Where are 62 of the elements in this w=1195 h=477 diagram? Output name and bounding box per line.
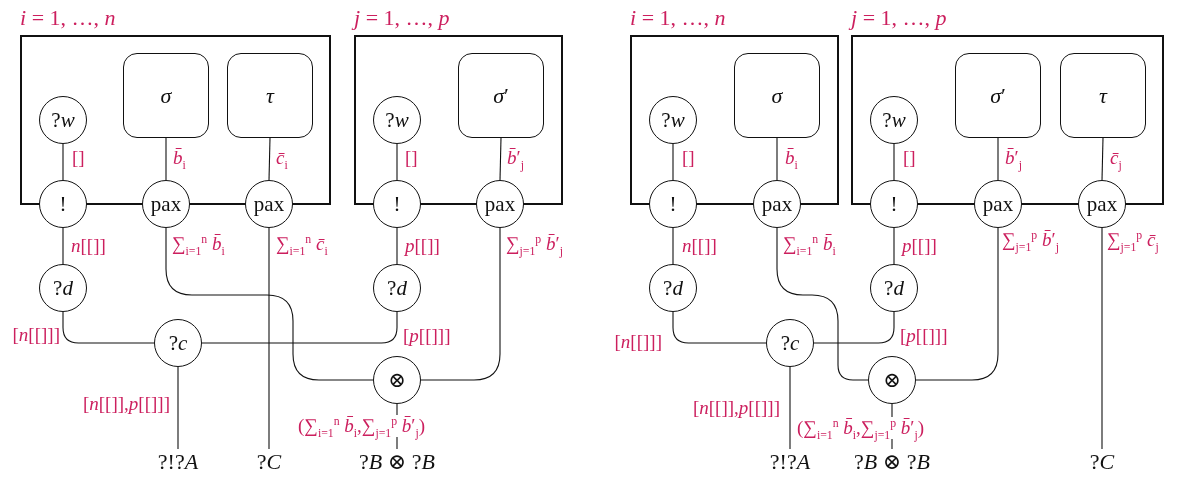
connector-line [177, 366, 179, 450]
connector-line [499, 137, 502, 181]
connector-line [672, 311, 767, 344]
circle-node: pax [974, 180, 1022, 228]
circle-node: ?w [39, 96, 87, 144]
connector-line [1101, 137, 1104, 181]
connector-line [62, 227, 64, 265]
edge-label: b̄$_{i}$ [785, 147, 798, 169]
connector-line [997, 137, 999, 181]
connector-line [915, 227, 999, 381]
rounded-box: σ′ [458, 53, 544, 138]
circle-node: ?d [373, 264, 421, 312]
formula-label: ?C [1042, 449, 1162, 475]
circle-node: pax [476, 180, 524, 228]
rounded-box: σ′ [955, 53, 1041, 138]
connector-line [672, 227, 674, 265]
connector-line [789, 366, 791, 450]
edge-label: ∑$_{i=1}$$^{n}$ b̄$_{i}$ [783, 233, 836, 255]
circle-node: pax [142, 180, 190, 228]
rounded-box: σ [123, 53, 209, 138]
circle-node: ?w [373, 96, 421, 144]
connector-line [893, 143, 895, 181]
connector-line [672, 143, 674, 181]
connector-line [776, 137, 778, 181]
circle-node: ?c [766, 319, 814, 367]
circle-node: ! [649, 180, 697, 228]
connector-line [268, 227, 270, 450]
connector-line [420, 227, 501, 381]
rounded-box: τ [1060, 53, 1146, 138]
circle-node: ?w [870, 96, 918, 144]
connector-line [396, 143, 398, 181]
rounded-box: σ [734, 53, 820, 138]
circle-node: ?w [649, 96, 697, 144]
connector-line [268, 137, 271, 181]
connector-line [62, 143, 64, 181]
connector-line [1101, 227, 1103, 450]
edge-label: ∑$_{i=1}$$^{n}$ b̄$_{i}$ [172, 233, 225, 255]
circle-node: ?d [870, 264, 918, 312]
circle-node: ⊗ [373, 356, 421, 404]
circle-node: ?d [39, 264, 87, 312]
connector-line [165, 137, 167, 181]
box-heading: i = 1, …, n [20, 5, 116, 32]
circle-node: ?d [649, 264, 697, 312]
connector-line [165, 227, 374, 381]
connector-line [776, 227, 869, 381]
connector-line [893, 227, 895, 265]
circle-node: ⊗ [868, 356, 916, 404]
connector-line [813, 311, 895, 344]
circle-node: pax [245, 180, 293, 228]
circle-node: ! [39, 180, 87, 228]
circle-node: ?c [154, 319, 202, 367]
formula-label: ?B ⊗ ?B [337, 449, 457, 475]
circle-node: ! [870, 180, 918, 228]
connector-line [62, 311, 155, 344]
circle-node: pax [1078, 180, 1126, 228]
edge-label: b̄$_{i}$ [173, 147, 186, 169]
connector-line [396, 227, 398, 265]
connector-line [201, 311, 398, 344]
box-heading: i = 1, …, n [630, 5, 726, 32]
circle-node: pax [753, 180, 801, 228]
circle-node: ! [373, 180, 421, 228]
rounded-box: τ [227, 53, 313, 138]
